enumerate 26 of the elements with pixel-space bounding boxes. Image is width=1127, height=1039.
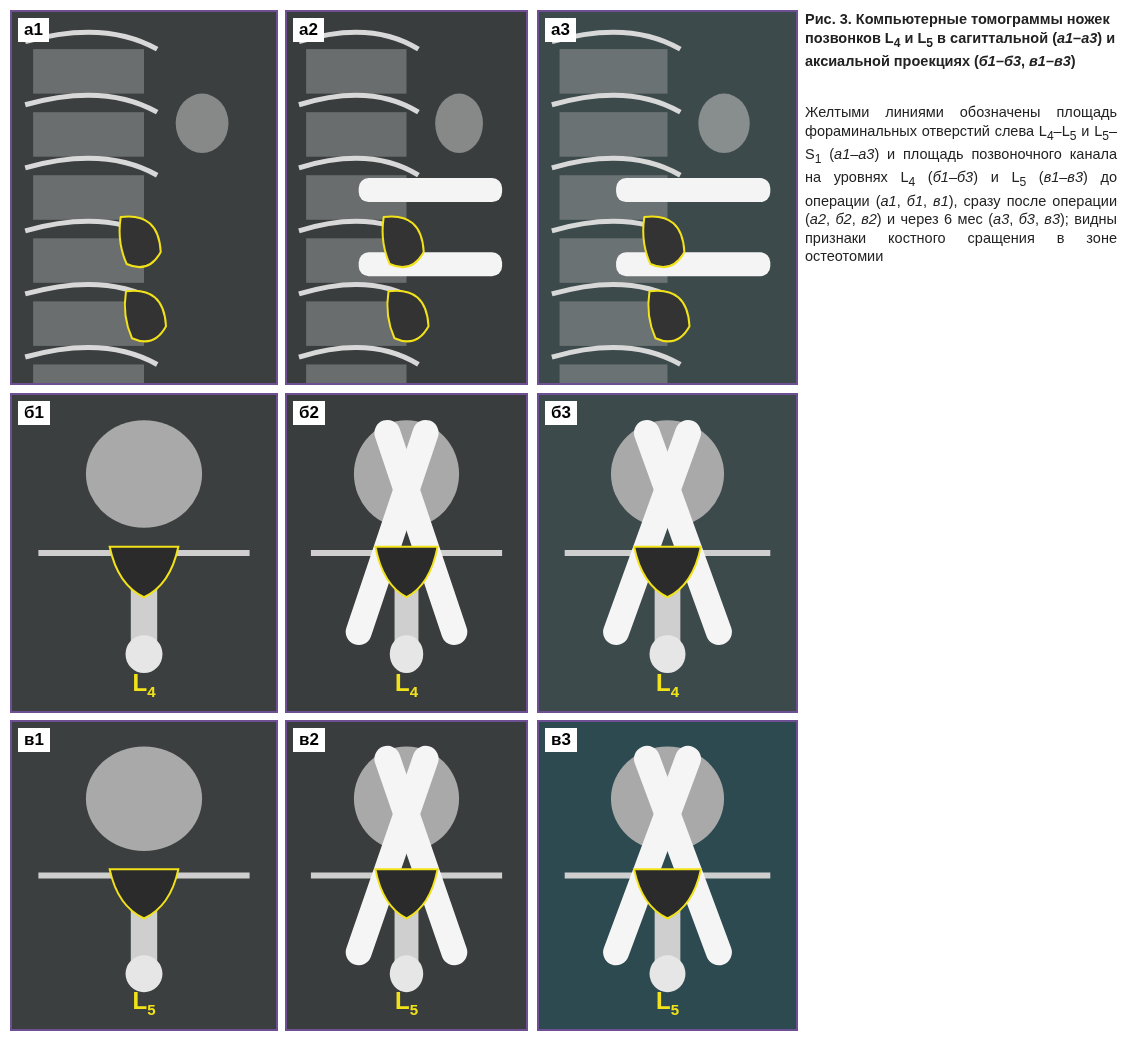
ct-scan-photo: [537, 10, 798, 385]
figure-caption: Желтыми линиями обозначены площадь фораминальных отверстий слева L$_{4}$–L$_{5}$ и L$_{5}$–S$_{1}$ (а1–а3) и площадь позвоночного канала на уровнях L$_{4}$ (б1–б3) и L$_{5}$ (в1–в3) до операции (а1, б1, в1), сразу после операции (а2, б2, в2) и через 6 мес (а3, б3, в3); видны признаки костного сращения в зоне остеотомии: [805, 103, 1117, 266]
vertebra-label: L$_{5}$: [656, 988, 679, 1020]
vertebra-label: L$_{5}$: [132, 988, 156, 1020]
ct-scan-photo: [10, 720, 278, 1031]
panel-label: б2: [293, 401, 325, 425]
ct-scan-photo: [537, 393, 798, 713]
vertebra-label: L$_{4}$: [132, 670, 156, 702]
panel-label: в1: [18, 728, 50, 752]
ct-scan-photo: [285, 10, 528, 385]
ct-scan-photo: [537, 720, 798, 1031]
vertebra-label: L$_{5}$: [395, 988, 418, 1020]
figure-title: Рис. 3. Компьютерные томограммы ножек позвонков L$_{4}$ и L$_{5}$ в сагиттальной (а1–а3) и аксиальной проекциях (б1–б3, в1–в3): [805, 10, 1117, 71]
panel-label: а2: [293, 18, 324, 42]
panel-label: б3: [545, 401, 577, 425]
vertebra-label: L$_{4}$: [656, 670, 679, 702]
vertebra-label: L$_{4}$: [395, 670, 418, 702]
ct-scan-photo: [10, 393, 278, 713]
ct-scan-photo: [10, 10, 278, 385]
panel-label: б1: [18, 401, 50, 425]
ct-scan-photo: [285, 720, 528, 1031]
panel-label: в3: [545, 728, 577, 752]
panel-label: а3: [545, 18, 576, 42]
panel-label: а1: [18, 18, 49, 42]
ct-scan-photo: [285, 393, 528, 713]
panel-label: в2: [293, 728, 325, 752]
